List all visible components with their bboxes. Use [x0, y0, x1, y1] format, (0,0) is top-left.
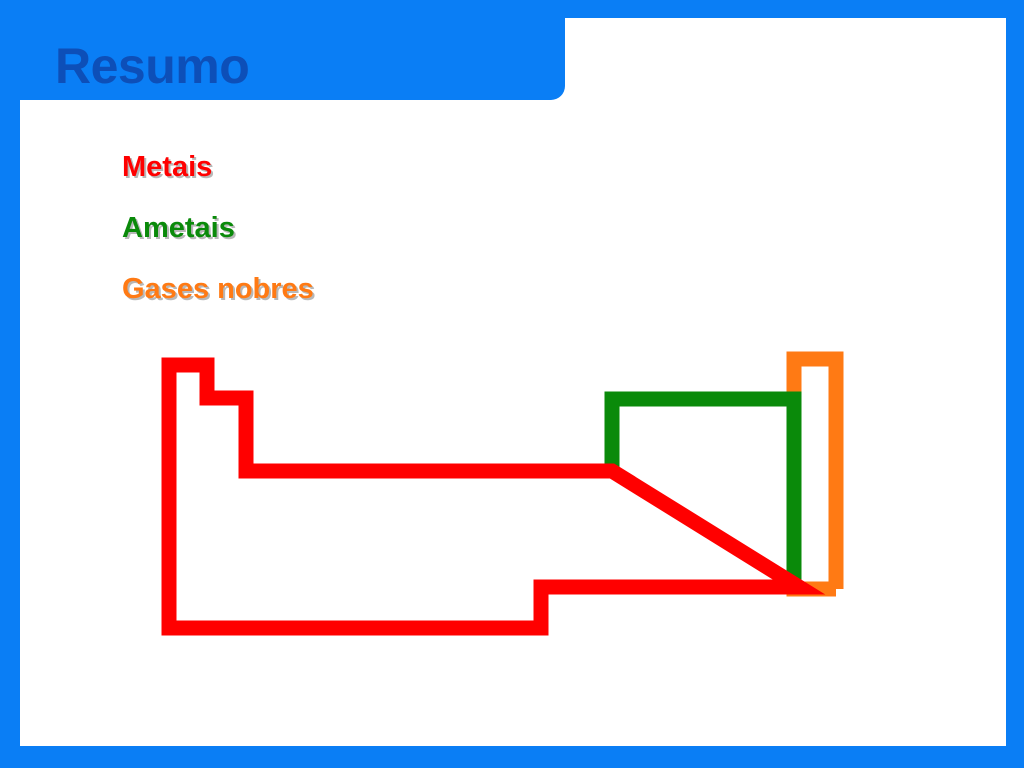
- content-area: [20, 18, 1006, 746]
- legend-item-nonmetals: Ametais: [122, 212, 235, 244]
- slide-title: Resumo: [55, 38, 250, 94]
- legend-item-metals: Metais: [122, 151, 213, 183]
- legend: Metais Ametais Gases nobres: [122, 150, 314, 333]
- title-tab: [0, 0, 565, 100]
- legend-item-noble-gases: Gases nobres: [122, 273, 314, 305]
